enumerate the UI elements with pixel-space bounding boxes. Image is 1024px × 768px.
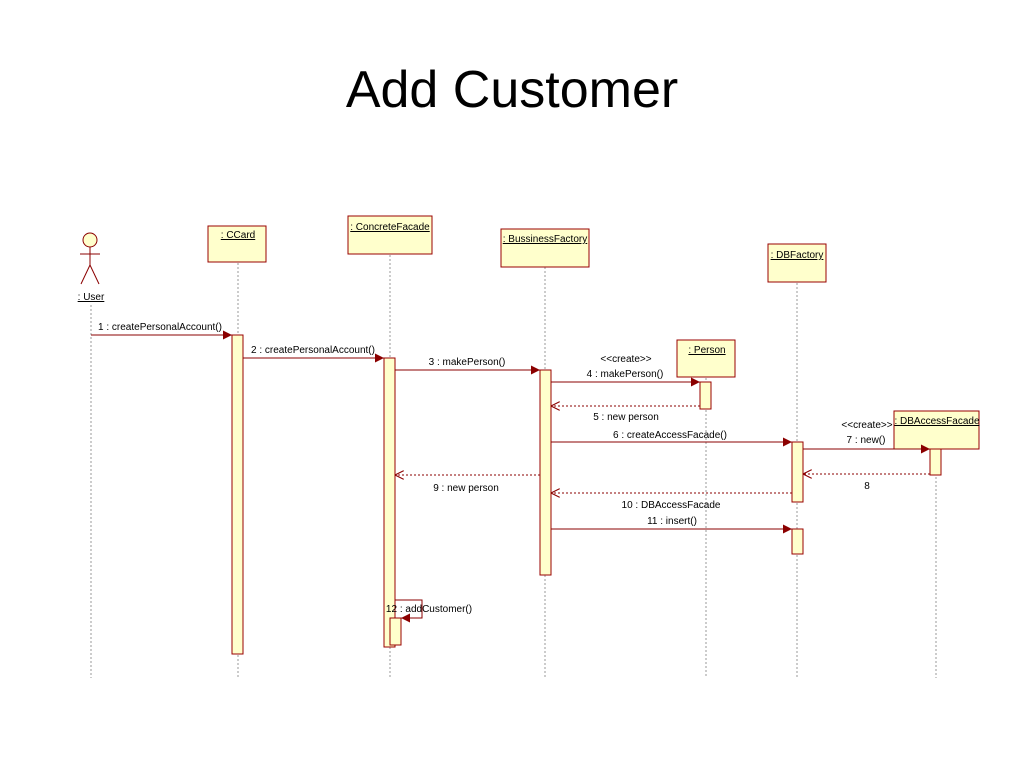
msg5-label: 5 : new person: [593, 412, 659, 423]
msg8-label: 8: [864, 481, 870, 492]
msg4-label: 4 : makePerson(): [587, 369, 664, 380]
message-arrows: [91, 330, 930, 623]
msg7-stereotype: <<create>>: [841, 420, 892, 431]
participant-db-factory: : DBFactory: [767, 243, 827, 283]
activation-db-factory-2: [791, 528, 804, 555]
msg6-label: 6 : createAccessFacade(): [613, 430, 727, 441]
msg1-label: 1 : createPersonalAccount(): [98, 322, 222, 333]
participant-db-access-facade-label: : DBAccessFacade: [894, 416, 979, 427]
participant-ccard-label: : CCard: [221, 230, 255, 241]
participant-person: : Person: [676, 339, 736, 378]
participant-db-factory-label: : DBFactory: [771, 250, 824, 261]
activation-business-factory: [539, 369, 552, 576]
msg12-label: 12 : addCustomer(): [386, 604, 472, 615]
msg12-arrow: [395, 599, 423, 623]
activation-ccard: [231, 334, 244, 655]
activation-concrete-facade-self: [389, 617, 402, 646]
participant-ccard: : CCard: [207, 225, 267, 263]
participant-person-label: : Person: [688, 345, 725, 356]
activation-concrete-facade: [383, 357, 396, 648]
msg11-label: 11 : insert(): [647, 516, 697, 527]
slide-title: Add Customer: [345, 61, 679, 119]
msg3-label: 3 : makePerson(): [429, 357, 506, 368]
message-labels: 1 : createPersonalAccount() 2 : createPe…: [98, 322, 893, 615]
lifelines: [90, 255, 937, 678]
actor-user-icon: [80, 232, 100, 285]
msg2-label: 2 : createPersonalAccount(): [251, 345, 375, 356]
msg7-label: 7 : new(): [847, 435, 886, 446]
participant-db-access-facade: : DBAccessFacade: [893, 410, 980, 450]
activation-db-access-facade: [929, 448, 942, 476]
msg4-stereotype: <<create>>: [600, 354, 651, 365]
participant-concrete-facade-label: : ConcreteFacade: [350, 222, 430, 233]
msg9-label: 9 : new person: [433, 483, 499, 494]
participant-business-factory-label: : BussinessFactory: [503, 234, 587, 245]
participant-business-factory: : BussinessFactory: [500, 228, 590, 268]
activation-person: [699, 381, 712, 410]
participant-concrete-facade: : ConcreteFacade: [347, 215, 433, 255]
activation-db-factory-1: [791, 441, 804, 503]
activations: [231, 334, 942, 655]
msg10-label: 10 : DBAccessFacade: [622, 500, 721, 511]
actor-user-label: : User: [78, 292, 105, 303]
